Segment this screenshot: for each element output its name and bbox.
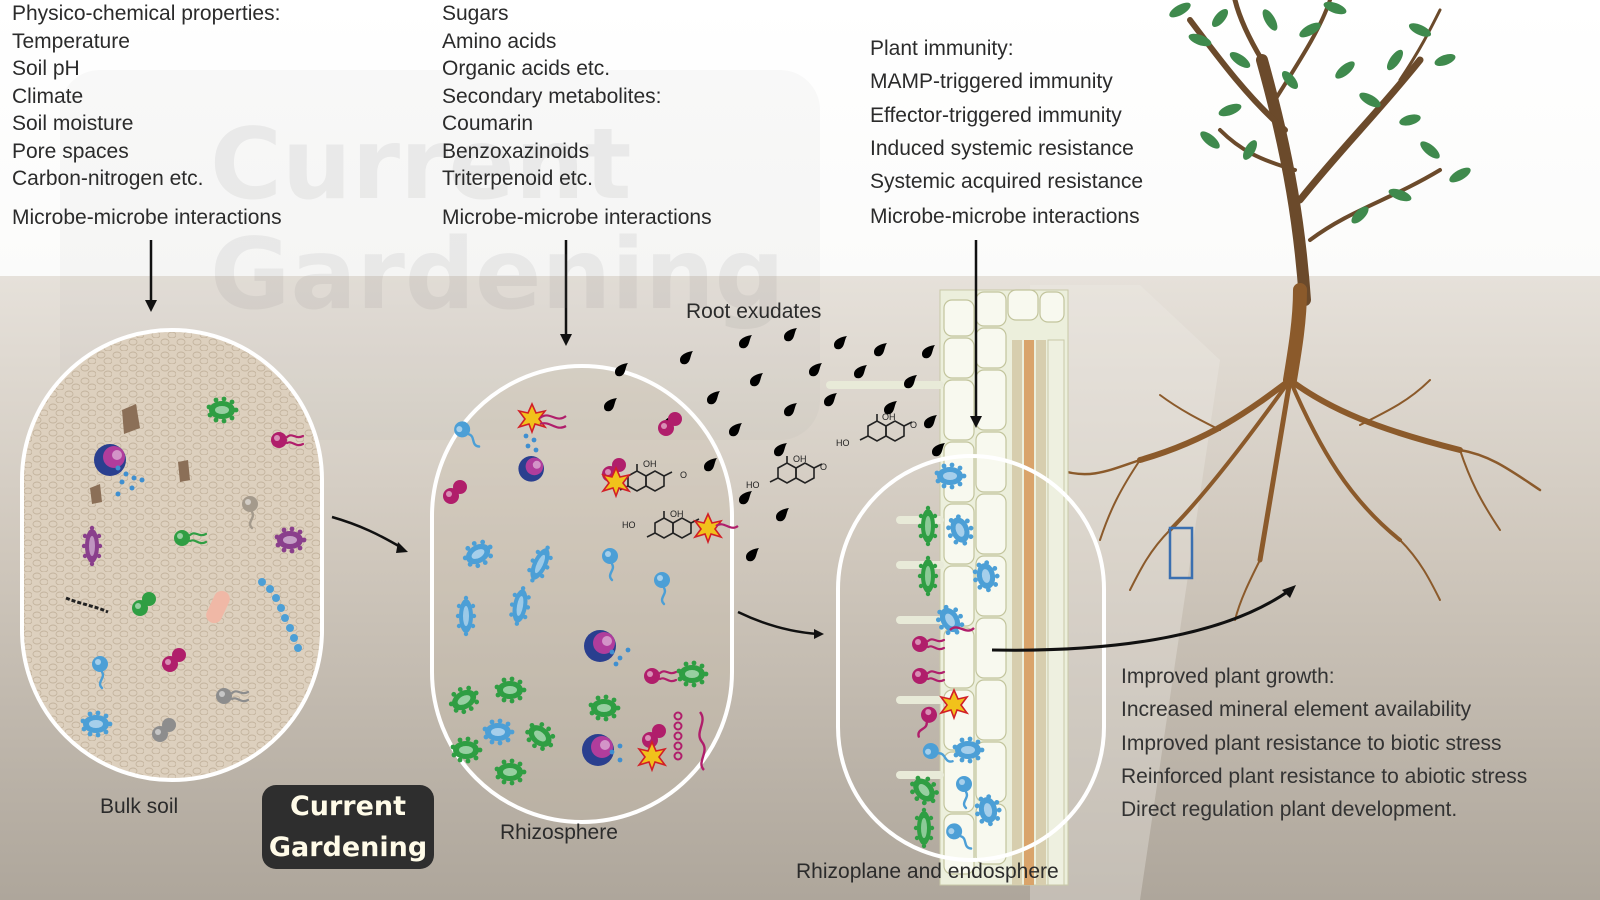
tree-leaves: [1169, 1, 1471, 224]
benefit-item: Reinforced plant resistance to abiotic s…: [1121, 764, 1528, 788]
plant-growth-benefits: Improved plant growth: Increased mineral…: [1121, 660, 1527, 826]
endosphere-factors: Plant immunity: MAMP-triggered immunity …: [870, 32, 1143, 198]
bulk-factor-item: Climate: [12, 84, 84, 108]
microbe-spiral: [698, 711, 706, 771]
tree-roots: [1058, 283, 1542, 621]
bulk-soil-compartment: [20, 328, 324, 782]
rhizo-factor-item: Coumarin: [442, 112, 534, 135]
rhizo-factor-item: Triterpenoid etc.: [442, 167, 593, 190]
rhizo-factor-item: Organic acids etc.: [442, 57, 611, 80]
microbe-secretor: [584, 630, 616, 662]
bulk-factor-item: Soil moisture: [12, 112, 134, 135]
microbe-secretor: [94, 444, 126, 476]
molecule-4-oh: OH: [882, 412, 896, 422]
rhizo-factor-item: Amino acids: [442, 29, 557, 53]
soil-particle: [122, 404, 140, 434]
bulk-soil-microbes: [65, 396, 307, 742]
bulk-microbe-interactions: Microbe-microbe interactions: [12, 206, 282, 229]
molecule-2-oh: OH: [670, 509, 684, 519]
microbe-ring-chain: [673, 711, 683, 761]
rhizo-factor-item: Secondary metabolites:: [442, 84, 662, 108]
endo-factor-item: Systemic acquired resistance: [870, 170, 1144, 194]
bulk-soil-label: Bulk soil: [100, 795, 179, 818]
bulk-factors-heading: Physico-chemical properties:: [12, 2, 281, 25]
coumarin-molecules: OH OH HO OH HO OH HO O O O: [619, 412, 917, 539]
molecule-3-oh: OH: [793, 454, 807, 464]
endosphere-compartment: [836, 454, 1106, 862]
magnification-wedge: [1030, 285, 1220, 900]
benefit-item: Increased mineral element availability: [1121, 698, 1472, 722]
arrow-rhizo-to-endo: [737, 610, 819, 636]
molecule-3-o: O: [820, 462, 827, 472]
microbe-chain: [65, 596, 109, 614]
rhizo-factor-item: Sugars: [442, 2, 509, 25]
endosphere-label: Rhizoplane and endosphere: [796, 860, 1059, 883]
endosphere-microbes: [903, 462, 1005, 857]
watermark-text: Current Gardening: [210, 108, 785, 332]
endo-factor-item: Effector-triggered immunity: [870, 103, 1122, 127]
microbe-bead-chain: [258, 578, 302, 652]
molecule-4-ho: HO: [836, 438, 850, 448]
microbe-capsule: [206, 590, 230, 624]
benefits-heading: Improved plant growth:: [1121, 665, 1335, 688]
rhizosphere-compartment: [430, 364, 734, 824]
endo-microbe-interactions: Microbe-microbe interactions: [870, 205, 1140, 228]
molecule-1-o: O: [680, 470, 687, 480]
bulk-factor-item: Soil pH: [12, 57, 80, 80]
molecule-4-o: O: [910, 420, 917, 430]
arrows: [145, 240, 1296, 652]
molecule-2-ho: HO: [622, 520, 636, 530]
bulk-factor-item: Pore spaces: [12, 139, 129, 163]
root-exudates-label: Root exudates: [686, 300, 822, 323]
benefit-item: Direct regulation plant development.: [1121, 798, 1458, 822]
arrow-endo-to-plant: [991, 588, 1291, 652]
endo-factor-item: MAMP-triggered immunity: [870, 70, 1113, 94]
secretion-dots: [115, 465, 145, 497]
tree-illustration: [1058, 0, 1542, 621]
root-highlight-box: [1168, 526, 1194, 580]
soil-particle: [90, 484, 102, 504]
soil-particle: [178, 460, 190, 482]
watermark-logo-text: Current Gardening: [268, 791, 428, 863]
endo-factor-item: Induced systemic resistance: [870, 136, 1134, 160]
rhizosphere-microbes: [443, 403, 739, 786]
sky-background: [0, 0, 1600, 280]
microbe-secretor: [518, 456, 544, 482]
rhizo-factor-item: Benzoxazinoids: [442, 139, 590, 163]
rhizosphere-label: Rhizosphere: [500, 821, 618, 844]
molecule-3-ho: HO: [746, 480, 760, 490]
bulk-factor-item: Temperature: [12, 29, 130, 53]
benefit-item: Improved plant resistance to biotic stre…: [1121, 731, 1502, 755]
watermark-backdrop: [60, 70, 820, 440]
watermark-logo-badge: [262, 785, 434, 869]
rhizo-microbe-interactions: Microbe-microbe interactions: [442, 206, 712, 229]
bulk-factor-item: Carbon-nitrogen etc.: [12, 167, 204, 190]
arrow-bulk-to-rhizo: [331, 515, 403, 550]
molecule-1-oh: OH: [643, 459, 657, 469]
endo-factors-heading: Plant immunity:: [870, 37, 1014, 60]
bulk-soil-factors: Physico-chemical properties: Temperature…: [12, 0, 280, 193]
microbe-secretor: [582, 734, 614, 766]
rhizosphere-factors: Sugars Amino acids Organic acids etc. Se…: [442, 0, 661, 193]
